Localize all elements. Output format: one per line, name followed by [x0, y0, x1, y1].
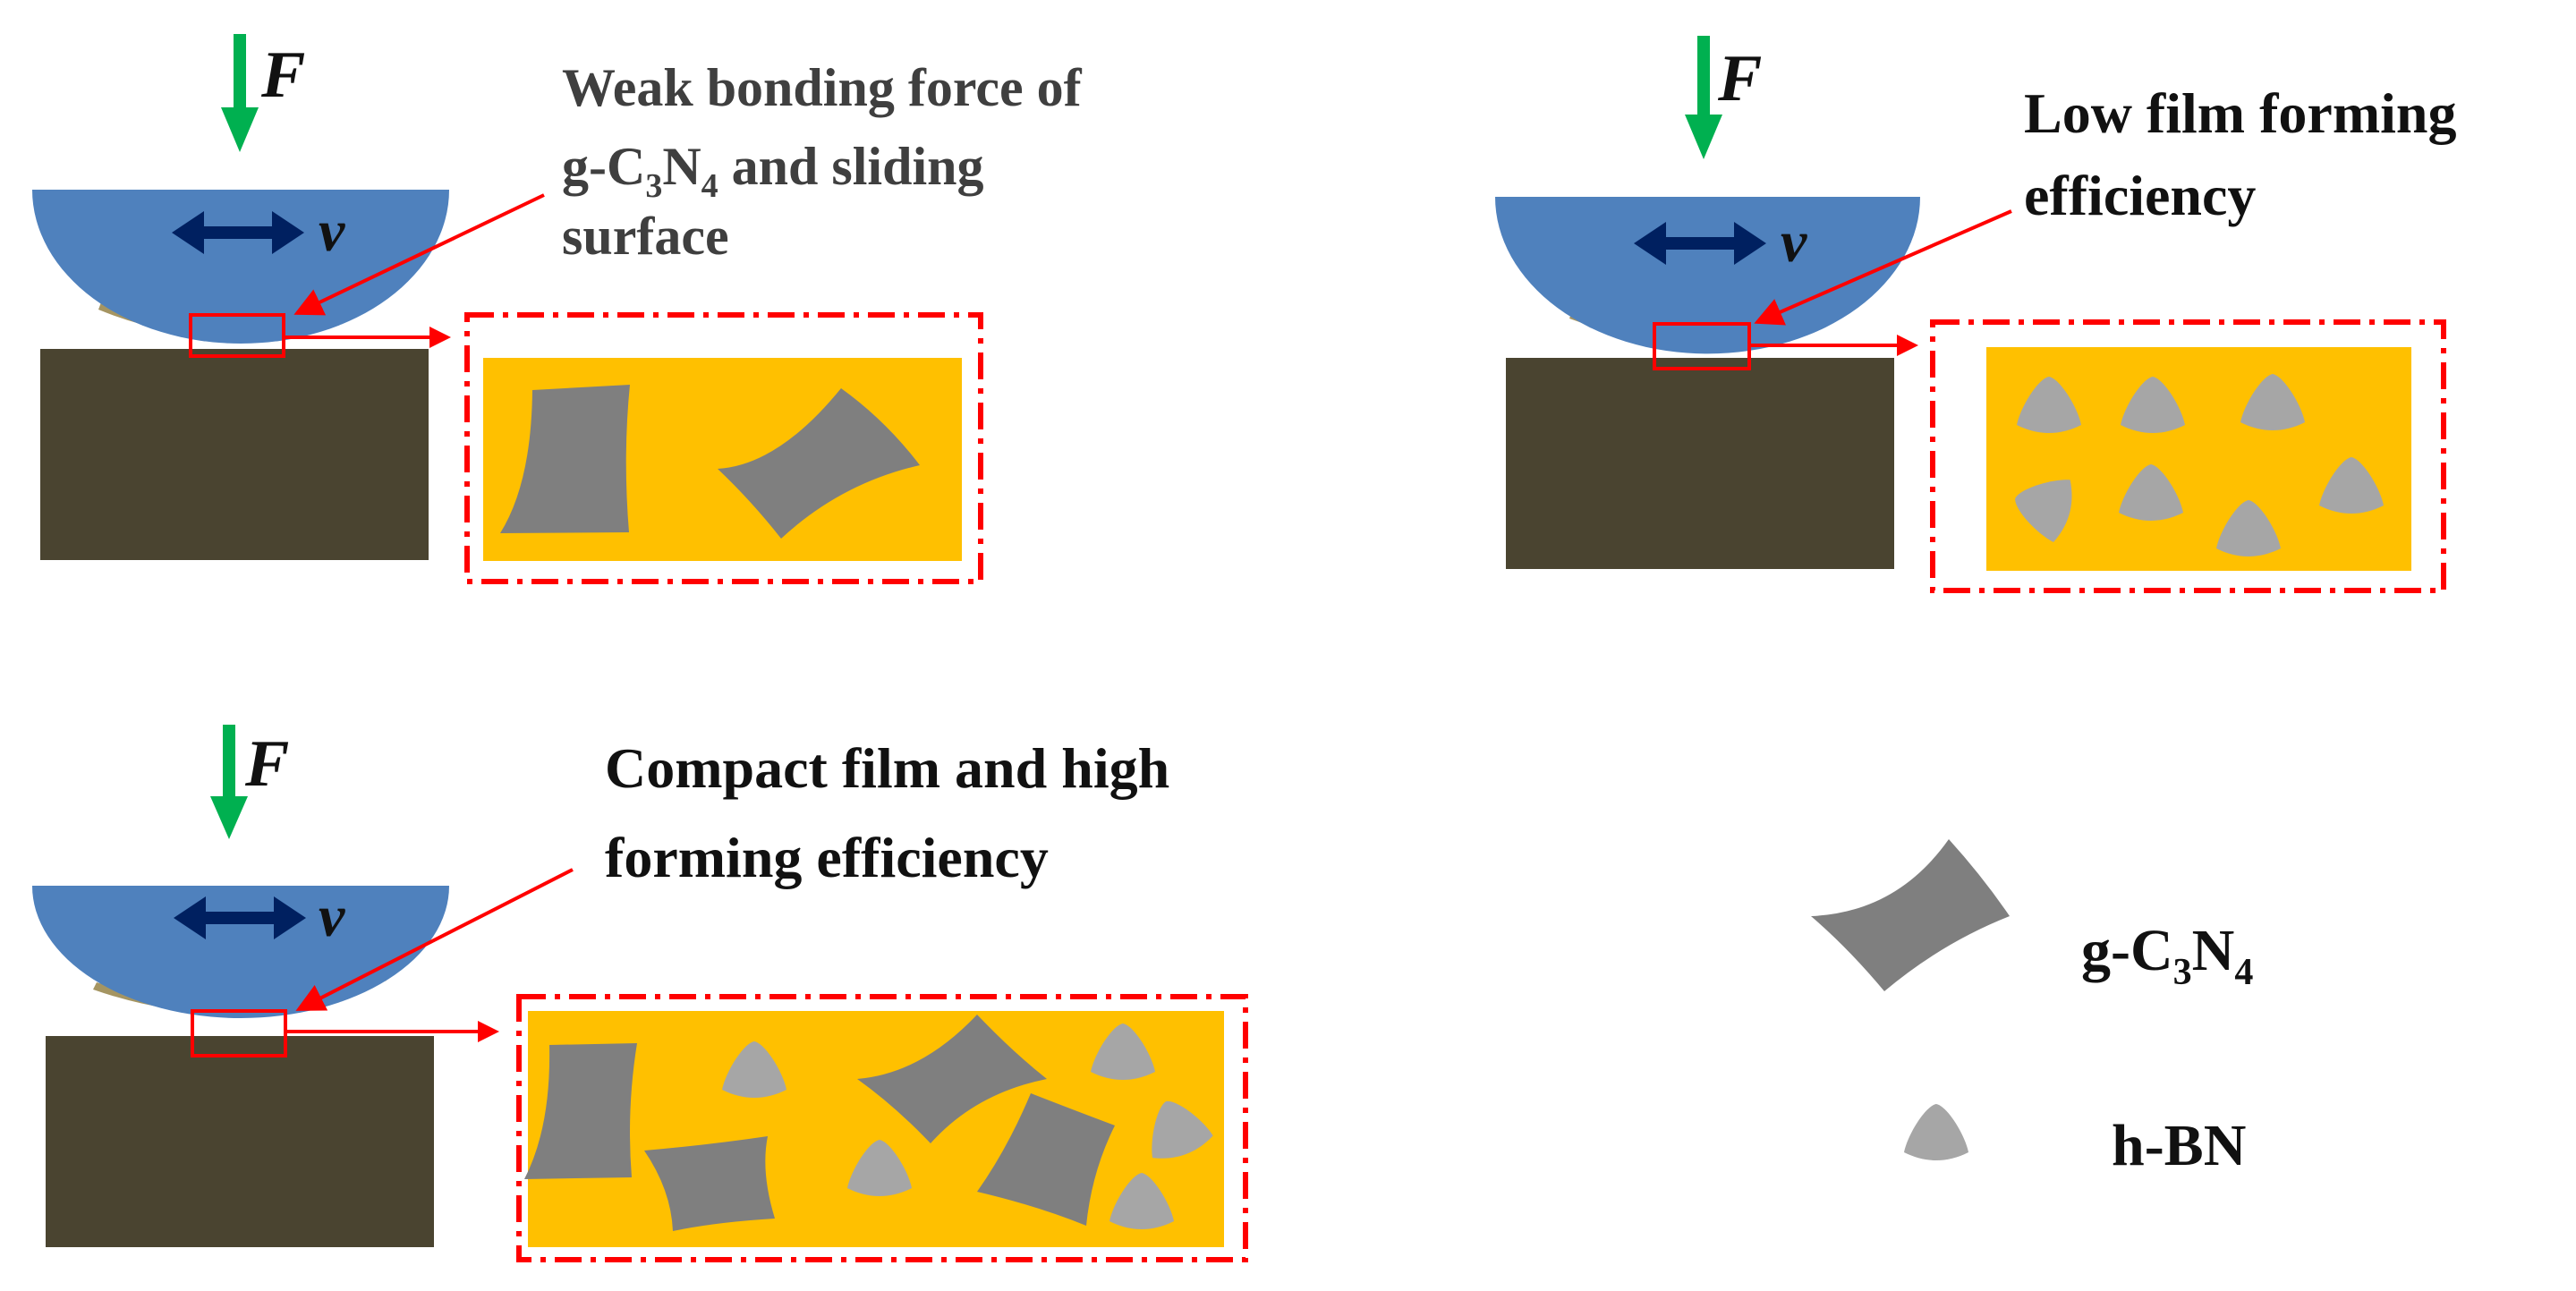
force-label: F	[1717, 42, 1762, 115]
force-arrow	[1685, 36, 1722, 159]
zoom-frame	[516, 994, 1248, 1262]
counterpart-block	[40, 349, 429, 560]
force-arrow	[210, 725, 248, 839]
gcn-flake	[857, 1015, 1047, 1143]
ball	[1495, 197, 1920, 354]
ball	[32, 190, 449, 344]
legend: g-C3N4 h-BN	[1811, 839, 2253, 1178]
force-arrow	[221, 34, 259, 152]
gcn-flake	[500, 385, 630, 533]
caption-line-2: efficiency	[2024, 164, 2256, 227]
caption-line-1: Low film forming	[2024, 81, 2457, 145]
panel-gcn: F v Weak bonding force of g-C3N4 and sli…	[32, 34, 1083, 584]
caption-pointer	[293, 193, 545, 316]
caption-pointer	[1754, 209, 2012, 326]
velocity-arrow	[174, 896, 306, 939]
velocity-label: v	[1781, 209, 1807, 275]
caption-line-2: g-C3N4 and sliding	[562, 137, 984, 205]
velocity-label: v	[319, 199, 345, 264]
legend-hbn-swatch	[1904, 1104, 1968, 1160]
zoom-frame	[1930, 319, 2446, 593]
caption-line-2: forming efficiency	[605, 826, 1049, 889]
caption: Weak bonding force of	[562, 58, 1083, 117]
legend-gcn-label: g-C3N4	[2081, 918, 2253, 993]
caption-line-3: surface	[562, 207, 729, 266]
legend-hbn-label: h-BN	[2112, 1113, 2246, 1178]
panel-hbn: F v Low film forming efficiency	[1495, 36, 2457, 593]
legend-gcn-swatch	[1811, 839, 2010, 991]
force-label: F	[260, 38, 305, 112]
panel-composite: F v Compact film and high forming effici…	[32, 725, 1248, 1262]
velocity-arrow	[172, 211, 304, 254]
gcn-flake	[644, 1136, 775, 1231]
zoom-frame	[464, 312, 983, 584]
counterpart-block	[1506, 358, 1894, 569]
caption-line-1: Weak bonding force of	[562, 58, 1083, 117]
caption-pointer	[295, 868, 574, 1011]
ball	[32, 886, 449, 1018]
caption-line-1: Compact film and high	[605, 736, 1169, 800]
velocity-label: v	[319, 884, 345, 949]
force-label: F	[244, 727, 289, 801]
counterpart-block	[46, 1036, 434, 1247]
gcn-flake	[718, 388, 920, 539]
gcn-flake	[524, 1043, 637, 1179]
velocity-arrow	[1634, 222, 1766, 265]
gcn-flake	[977, 1093, 1115, 1226]
